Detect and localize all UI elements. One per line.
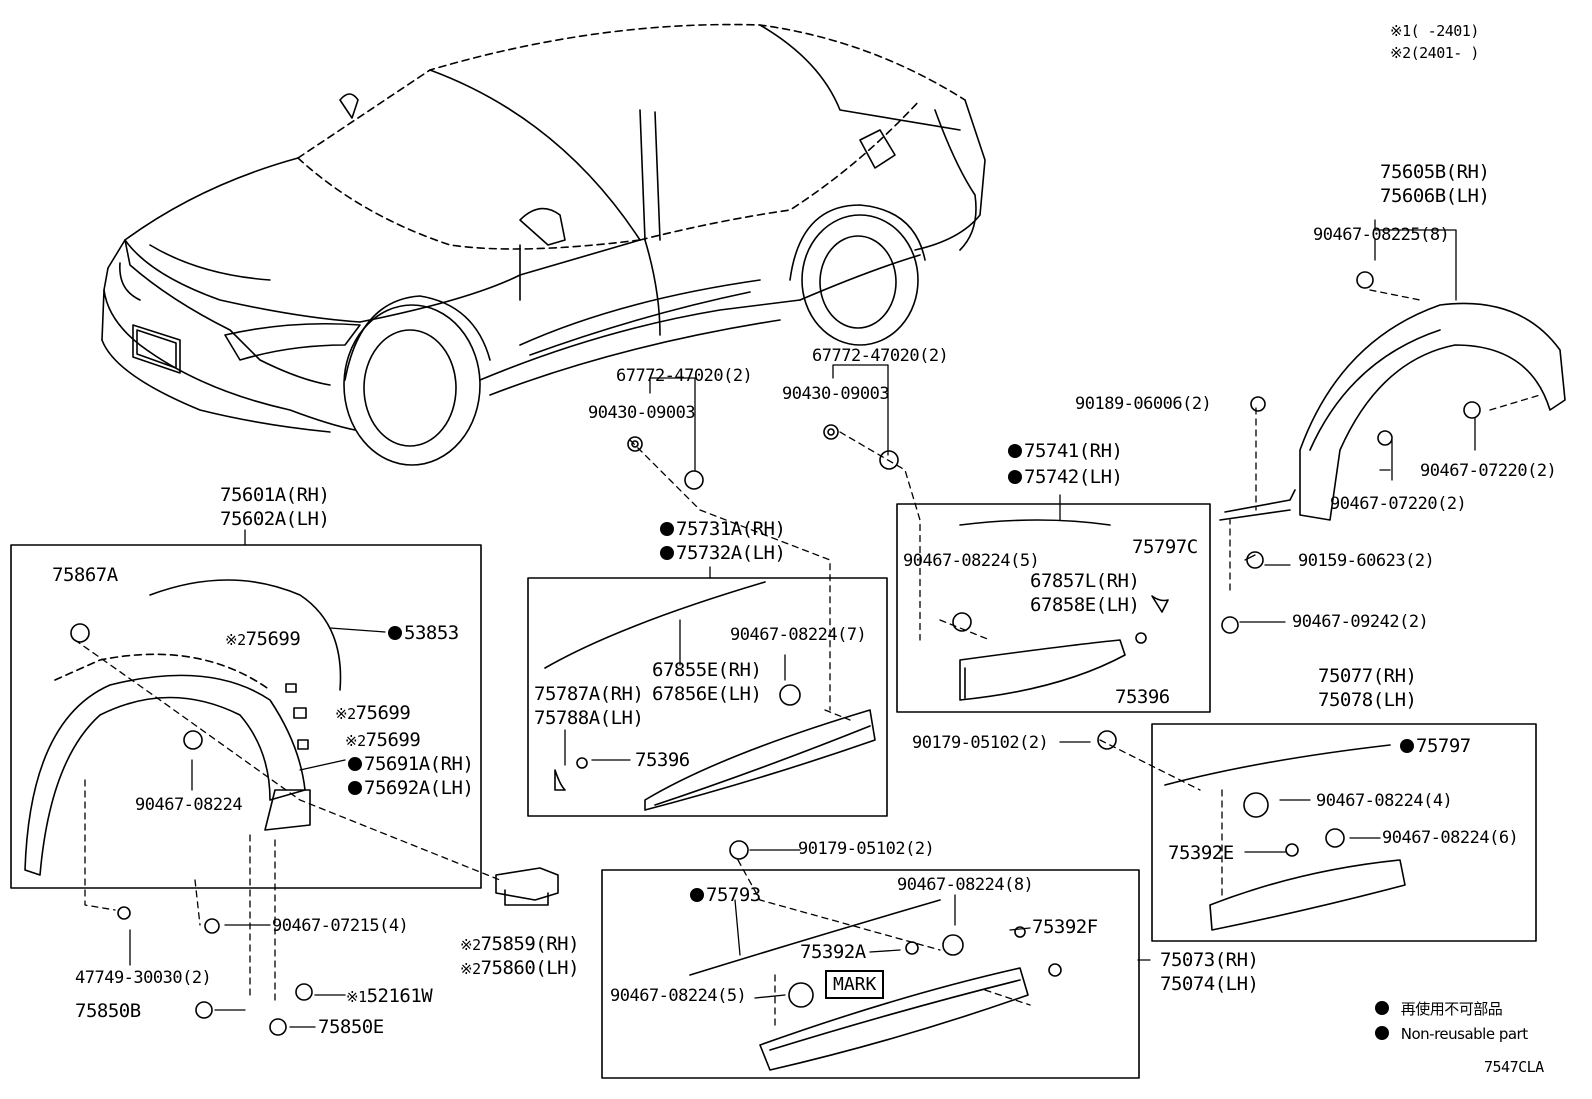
label-75732A: 75732A(LH) bbox=[660, 544, 786, 563]
box-front-door bbox=[527, 577, 888, 817]
label-90179-b: 90179-05102(2) bbox=[798, 839, 935, 859]
label-75787A: 75787A(RH) bbox=[534, 683, 644, 705]
non-reusable-dot bbox=[660, 546, 674, 560]
label-75860: ※275860(LH) bbox=[460, 957, 580, 979]
label-90189: 90189-06006(2) bbox=[1075, 394, 1212, 414]
label-90179-a: 90179-05102(2) bbox=[912, 733, 1049, 753]
label-75788A: 75788A(LH) bbox=[534, 707, 644, 729]
fastener-icons bbox=[70, 271, 1481, 1036]
label-75699-b: ※275699 bbox=[335, 702, 411, 724]
mark-box: MARK bbox=[825, 970, 885, 999]
front-arch-moulding bbox=[24, 579, 342, 876]
non-reusable-dot bbox=[1008, 470, 1022, 484]
label-90467-08224: 90467-08224 bbox=[135, 795, 243, 815]
label-75392A: 75392A bbox=[800, 941, 866, 963]
label-47749: 47749-30030(2) bbox=[75, 968, 212, 988]
label-75396-b: 75396 bbox=[635, 749, 690, 771]
label-75797C: 75797C bbox=[1132, 536, 1198, 558]
non-reusable-dot bbox=[348, 781, 362, 795]
label-75601A: 75601A(RH) bbox=[220, 484, 330, 506]
label-90467-08224-7: 90467-08224(7) bbox=[730, 625, 867, 645]
diagram-code: 7547CLA bbox=[1484, 1058, 1544, 1076]
label-75859: ※275859(RH) bbox=[460, 933, 580, 955]
label-90159: 90159-60623(2) bbox=[1298, 551, 1435, 571]
label-90467-08224-4: 90467-08224(4) bbox=[1316, 791, 1453, 811]
vehicle-illustration bbox=[101, 23, 986, 466]
label-75793: 75793 bbox=[690, 886, 761, 905]
rear-arch-moulding bbox=[1219, 302, 1566, 521]
label-75691A: 75691A(RH) bbox=[348, 755, 474, 774]
label-75605B: 75605B(RH) bbox=[1380, 161, 1490, 183]
label-90467-09242: 90467-09242(2) bbox=[1292, 612, 1429, 632]
non-reusable-dot bbox=[348, 757, 362, 771]
label-75078: 75078(LH) bbox=[1318, 689, 1417, 711]
label-75850E: 75850E bbox=[318, 1016, 384, 1038]
label-75797: 75797 bbox=[1400, 737, 1471, 756]
label-52161W: ※152161W bbox=[346, 985, 433, 1007]
legend-en: Non-reusable part bbox=[1375, 1026, 1528, 1043]
label-67856E: 67856E(LH) bbox=[652, 683, 762, 705]
note-1: ※1( -2401) bbox=[1390, 22, 1479, 40]
label-67772-a: 67772-47020(2) bbox=[616, 366, 753, 386]
label-75073: 75073(RH) bbox=[1160, 949, 1259, 971]
label-90467-08224-6: 90467-08224(6) bbox=[1382, 828, 1519, 848]
non-reusable-dot bbox=[388, 626, 402, 640]
label-90467-07215: 90467-07215(4) bbox=[272, 916, 409, 936]
label-67857L: 67857L(RH) bbox=[1030, 570, 1140, 592]
label-90467-08224-8: 90467-08224(8) bbox=[897, 875, 1034, 895]
label-90430-a: 90430-09003 bbox=[588, 403, 696, 423]
label-53853: 53853 bbox=[388, 624, 459, 643]
box-rocker bbox=[601, 869, 1140, 1079]
label-75396-a: 75396 bbox=[1115, 686, 1170, 708]
rocker-moulding bbox=[689, 899, 1029, 1071]
label-75074: 75074(LH) bbox=[1160, 973, 1259, 995]
legend-jp: 再使用不可部品 bbox=[1375, 1001, 1503, 1018]
label-90467-07220-a: 90467-07220(2) bbox=[1420, 461, 1557, 481]
label-67772-b: 67772-47020(2) bbox=[812, 346, 949, 366]
label-75606B: 75606B(LH) bbox=[1380, 185, 1490, 207]
non-reusable-dot bbox=[1008, 444, 1022, 458]
label-75077: 75077(RH) bbox=[1318, 665, 1417, 687]
label-90467-08224-5a: 90467-08224(5) bbox=[903, 551, 1040, 571]
box-rear-door bbox=[896, 503, 1211, 713]
label-67855E: 67855E(RH) bbox=[652, 659, 762, 681]
label-90467-08225: 90467-08225(8) bbox=[1313, 225, 1450, 245]
label-75741: 75741(RH) bbox=[1008, 442, 1123, 461]
label-75602A: 75602A(LH) bbox=[220, 508, 330, 530]
non-reusable-dot bbox=[1375, 1001, 1389, 1015]
note-2: ※2(2401- ) bbox=[1390, 44, 1479, 62]
label-67858E: 67858E(LH) bbox=[1030, 594, 1140, 616]
label-75699-c: ※275699 bbox=[345, 729, 421, 751]
label-75392F: 75392F bbox=[1032, 916, 1098, 938]
label-75867A: 75867A bbox=[52, 564, 118, 586]
non-reusable-dot bbox=[660, 522, 674, 536]
label-90430-b: 90430-09003 bbox=[782, 384, 890, 404]
non-reusable-dot bbox=[1375, 1026, 1389, 1040]
non-reusable-dot bbox=[690, 888, 704, 902]
box-rear-rocker bbox=[1151, 723, 1537, 942]
label-75692A: 75692A(LH) bbox=[348, 779, 474, 798]
label-90467-08224-5b: 90467-08224(5) bbox=[610, 986, 747, 1006]
label-90467-07220-b: 90467-07220(2) bbox=[1330, 494, 1467, 514]
label-75731A: 75731A(RH) bbox=[660, 520, 786, 539]
label-75742: 75742(LH) bbox=[1008, 468, 1123, 487]
box-front-fender bbox=[10, 544, 482, 889]
label-75850B: 75850B bbox=[75, 1000, 141, 1022]
label-75699-a: ※275699 bbox=[225, 628, 301, 650]
label-75392E: 75392E bbox=[1168, 842, 1234, 864]
non-reusable-dot bbox=[1400, 739, 1414, 753]
